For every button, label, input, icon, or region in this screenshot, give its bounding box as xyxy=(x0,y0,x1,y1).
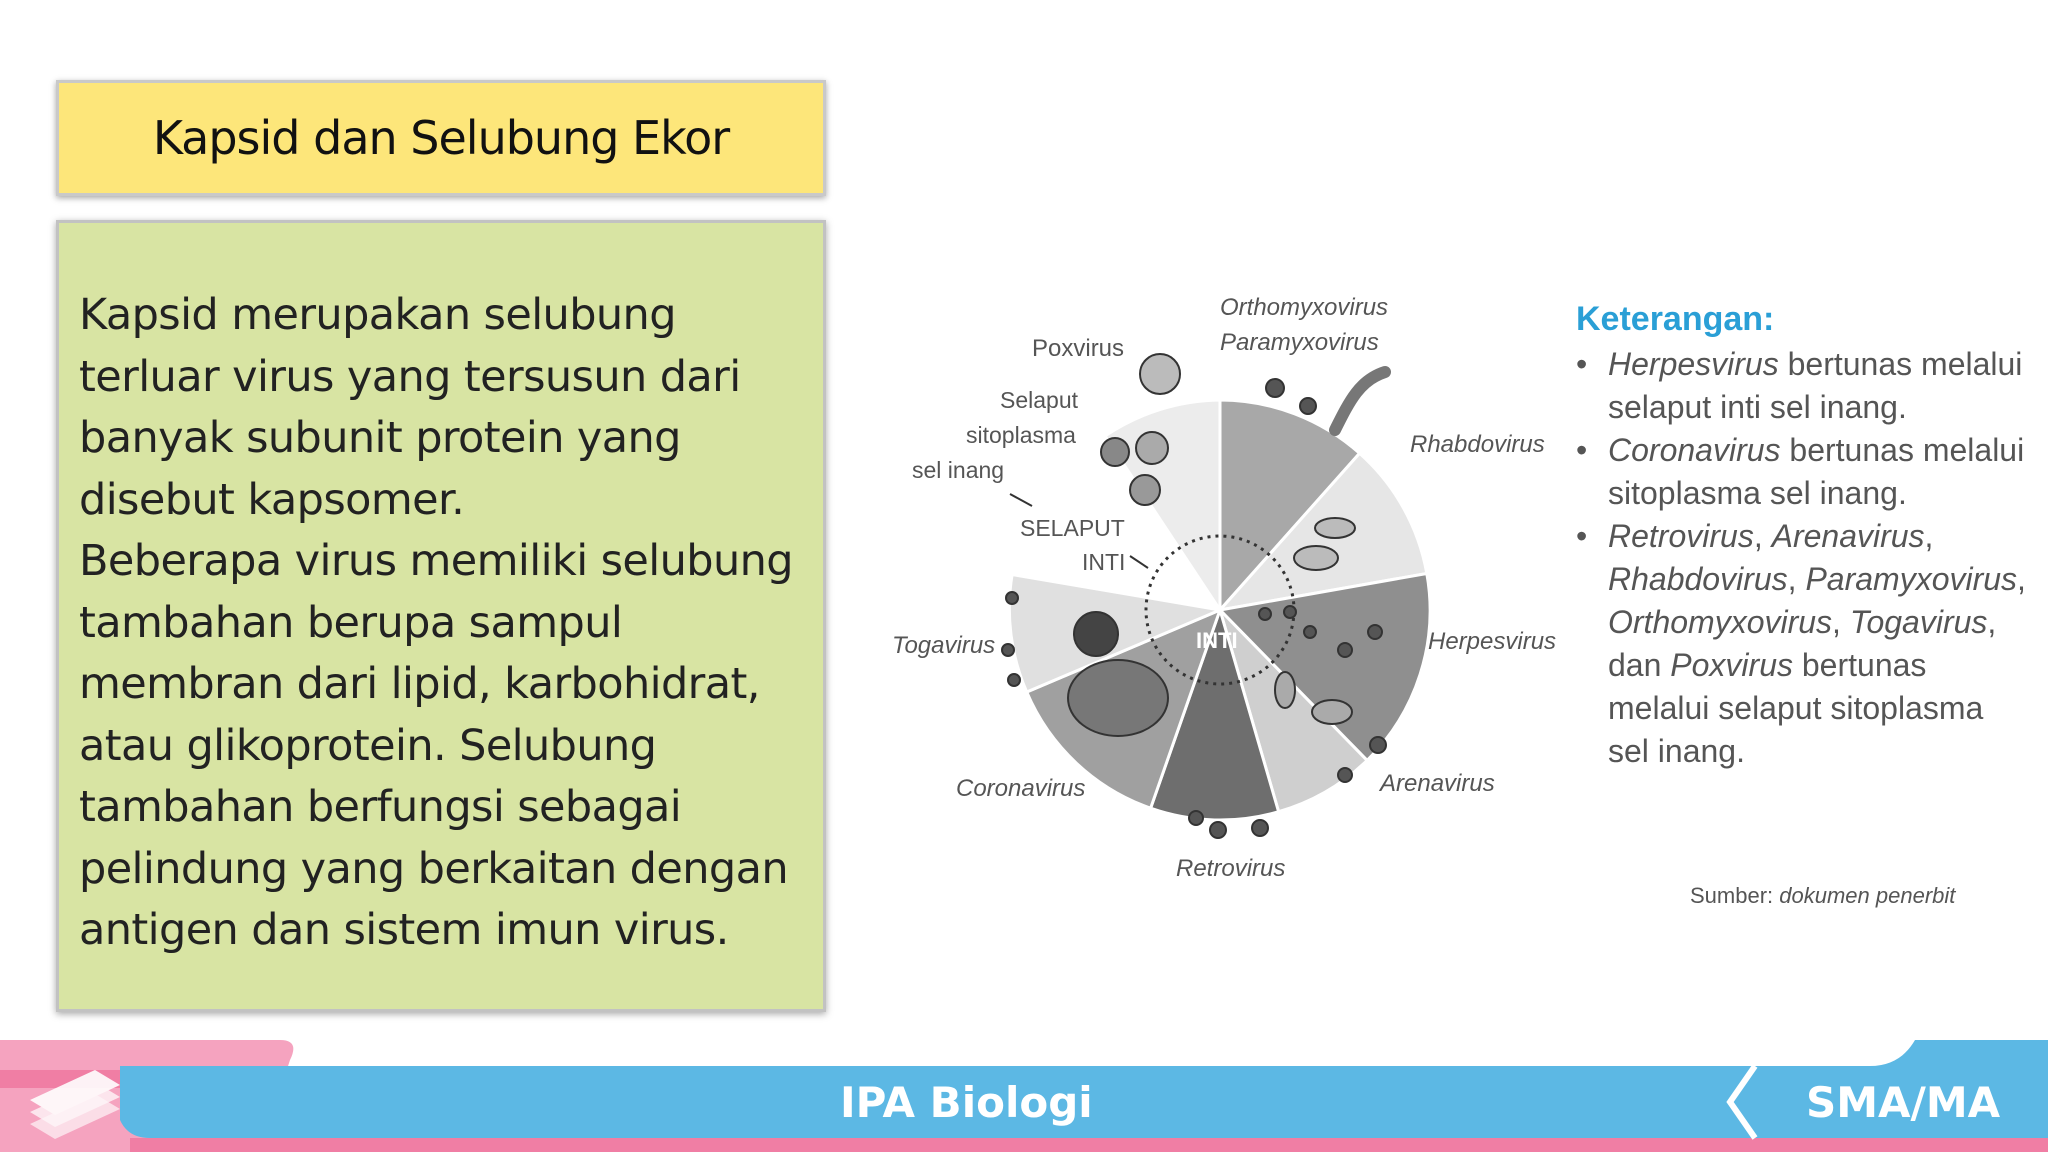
sector-arenavirus xyxy=(1218,608,1370,814)
label-selaput-2: sitoplasma xyxy=(966,422,1076,448)
herpesvirus-particle xyxy=(1337,642,1353,658)
herpesvirus-particle xyxy=(1283,605,1297,619)
legend-list: • Herpesvirus bertunas melalui selaput in… xyxy=(1570,343,2030,773)
virus-budding-diagram: Orthomyxovirus Paramyxovirus Poxvirus Se… xyxy=(892,294,1556,882)
paramyxovirus-filament xyxy=(1329,366,1391,436)
legend-item: • Retrovirus, Arenavirus, Rhabdovirus, Pa… xyxy=(1570,515,2030,773)
legend-title: Keterangan: xyxy=(1576,300,1775,338)
label-togavirus: Togavirus xyxy=(892,632,995,659)
label-herpesvirus: Herpesvirus xyxy=(1428,628,1556,655)
source-credit: Sumber: dokumen penerbit xyxy=(1690,883,1955,909)
togavirus-particle xyxy=(1005,591,1019,605)
pie-sectors xyxy=(1007,398,1432,822)
sector-orthomyxovirus xyxy=(1218,398,1362,614)
bullet-icon: • xyxy=(1576,432,1588,468)
legend-text: bertunas melalui selaput sitoplasma sel … xyxy=(1608,647,1984,769)
footer-chevron xyxy=(1726,1064,1758,1140)
label-poxvirus: Poxvirus xyxy=(1032,335,1124,362)
poxvirus-particle xyxy=(1139,353,1181,395)
virus-name: Herpesvirus xyxy=(1608,346,1779,382)
arenavirus-particle xyxy=(1337,767,1353,783)
label-coronavirus: Coronavirus xyxy=(956,775,1085,802)
label-orthomyxovirus: Orthomyxovirus xyxy=(1220,294,1388,321)
label-selaput-inti-1: SELAPUT xyxy=(1020,515,1125,541)
label-paramyxovirus: Paramyxovirus xyxy=(1220,329,1379,356)
body-text-box: Kapsid merupakan selubung terluar virus … xyxy=(56,220,826,1012)
rhabdovirus-particle xyxy=(1293,545,1339,571)
source-prefix: Sumber: xyxy=(1690,883,1780,908)
poxvirus-particle xyxy=(1129,474,1161,506)
arrow xyxy=(1129,555,1149,569)
legend-text: , xyxy=(1753,518,1772,554)
footer-level: SMA/MA xyxy=(1806,1078,2001,1127)
footer-blue-band xyxy=(120,1040,2048,1138)
virus-name: Coronavirus xyxy=(1608,432,1781,468)
label-arrows xyxy=(1009,493,1149,569)
virus-particles xyxy=(1001,353,1391,839)
togavirus-particle xyxy=(1073,611,1119,657)
legend-text: bertunas melalui selaput inti sel inang. xyxy=(1608,346,2023,425)
label-inti: INTI xyxy=(1196,628,1238,653)
retrovirus-particle xyxy=(1188,810,1204,826)
virus-name: Poxvirus xyxy=(1670,647,1793,683)
sector-retrovirus xyxy=(1148,605,1281,822)
book-stack-icon xyxy=(30,1070,120,1139)
virus-name: Arenavirus xyxy=(1771,518,1925,554)
arenavirus-particle xyxy=(1274,671,1296,709)
label-arenavirus: Arenavirus xyxy=(1378,770,1495,797)
slide-title: Kapsid dan Selubung Ekor xyxy=(152,111,730,165)
virus-name: Paramyxovirus xyxy=(1805,561,2018,597)
label-selaput-inti-2: INTI xyxy=(1082,549,1125,575)
poxvirus-particle xyxy=(1100,437,1130,467)
label-selaput-1: Selaput xyxy=(1000,387,1079,413)
togavirus-particle xyxy=(1007,673,1021,687)
virus-name: Retrovirus xyxy=(1608,518,1754,554)
body-text: Kapsid merupakan selubung terluar virus … xyxy=(79,290,794,955)
legend-text: , xyxy=(1787,561,1806,597)
label-rhabdovirus: Rhabdovirus xyxy=(1410,431,1545,458)
title-box: Kapsid dan Selubung Ekor xyxy=(56,80,826,196)
retrovirus-particle xyxy=(1209,821,1227,839)
retrovirus-particle xyxy=(1251,819,1269,837)
legend-item: • Herpesvirus bertunas melalui selaput in… xyxy=(1570,343,2030,429)
poxvirus-particle xyxy=(1135,431,1169,465)
coronavirus-vesicle xyxy=(1067,659,1169,737)
legend-text: , xyxy=(1924,518,1934,554)
legend-text: , xyxy=(2017,561,2026,597)
bullet-icon: • xyxy=(1576,518,1588,554)
bullet-icon: • xyxy=(1576,346,1588,382)
arrow xyxy=(1009,493,1033,507)
label-retrovirus: Retrovirus xyxy=(1176,855,1285,882)
virus-name: Rhabdovirus xyxy=(1608,561,1788,597)
legend-text: , dan xyxy=(1608,604,1997,683)
herpesvirus-particle xyxy=(1303,625,1317,639)
sector-poxvirus xyxy=(1102,398,1222,615)
herpesvirus-particle xyxy=(1258,607,1272,621)
herpesvirus-particle xyxy=(1367,624,1383,640)
label-selaput-3: sel inang xyxy=(912,457,1004,483)
rhabdovirus-particle xyxy=(1314,517,1356,539)
orthomyxovirus-particle xyxy=(1299,397,1317,415)
legend: Keterangan: • Herpesvirus bertunas melalu… xyxy=(1570,300,2030,773)
source-name: dokumen penerbit xyxy=(1779,883,1956,908)
orthomyxovirus-particle xyxy=(1265,378,1285,398)
togavirus-particle xyxy=(1001,643,1015,657)
footer-pink-bottom xyxy=(130,1138,2048,1152)
arenavirus-particle xyxy=(1369,736,1387,754)
legend-item: • Coronavirus bertunas melalui sitoplasma… xyxy=(1570,429,2030,515)
virus-name: Togavirus xyxy=(1849,604,1988,640)
footer-subject: IPA Biologi xyxy=(840,1078,1093,1127)
arenavirus-particle xyxy=(1311,699,1353,725)
footer-banner xyxy=(0,1040,2048,1152)
legend-text: , xyxy=(1832,604,1850,640)
legend-text: bertunas melalui sitoplasma sel inang. xyxy=(1608,432,2025,511)
virus-name: Orthomyxovirus xyxy=(1608,604,1833,640)
